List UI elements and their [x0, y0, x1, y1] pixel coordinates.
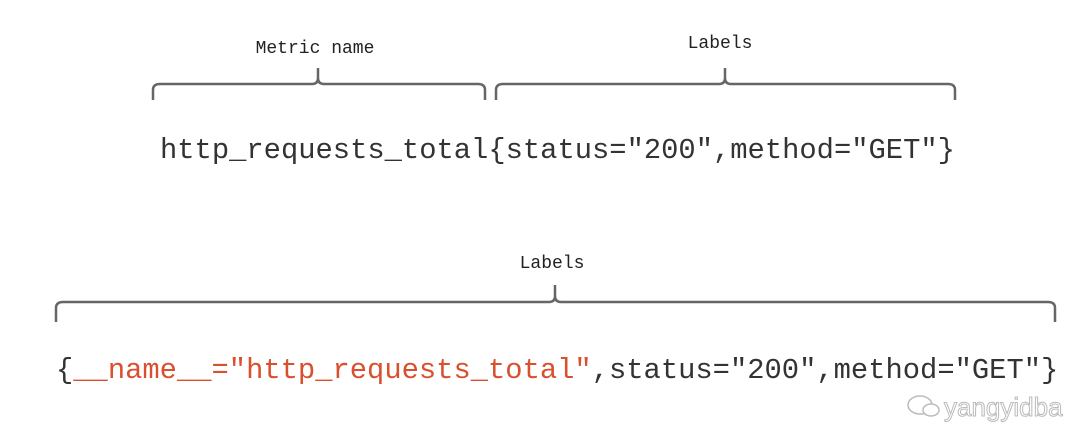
wechat-icon-small-bubble: [922, 403, 940, 417]
metric-name-brace: [151, 68, 487, 100]
top-series-expression: http_requests_total{status="200",method=…: [160, 134, 955, 167]
bottom-labels-brace: [54, 285, 1057, 322]
bottom-other-labels: ,status="200",method="GET"}: [592, 354, 1059, 387]
watermark: yangyidba: [907, 392, 1064, 423]
bottom-series-expression: {__name__="http_requests_total",status="…: [56, 354, 1058, 387]
top-metric-name: http_requests_total: [160, 134, 488, 167]
bottom-labels-label: Labels: [520, 254, 585, 274]
metric-name-label: Metric name: [256, 39, 375, 59]
name-label-pair: __name__="http_requests_total": [72, 354, 591, 387]
top-labels-brace: [494, 68, 957, 100]
top-labels-label: Labels: [688, 34, 753, 54]
watermark-text: yangyidba: [944, 392, 1063, 422]
top-labels: {status="200",method="GET"}: [488, 134, 955, 167]
bottom-open-brace: {: [56, 354, 73, 387]
